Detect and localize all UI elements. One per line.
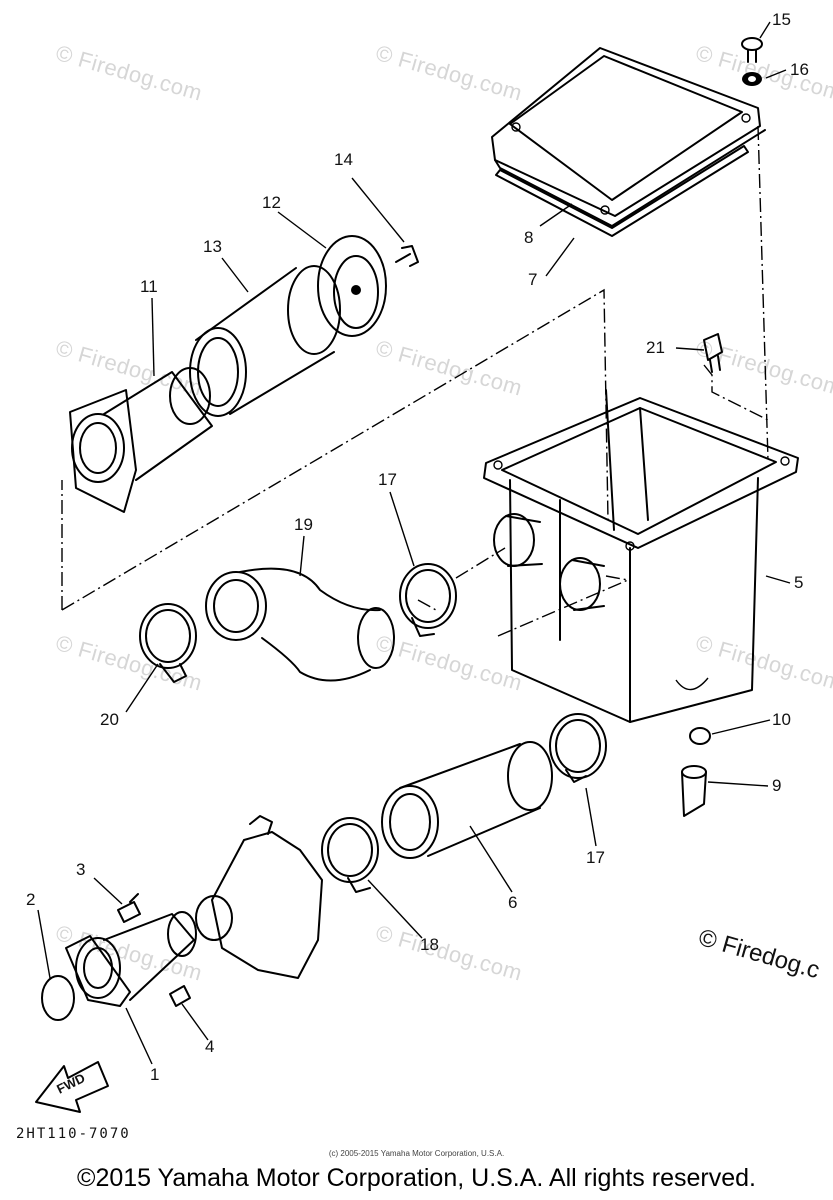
joint-hose: [205, 567, 395, 682]
filter-element: [189, 265, 341, 417]
leader-lines: [37, 21, 791, 1065]
part-label-6: 6: [508, 893, 518, 912]
part-label-7: 7: [528, 270, 538, 289]
filter-guide: [69, 367, 213, 513]
part-label-19: 19: [294, 515, 313, 534]
bottom-copyright: ©2015 Yamaha Motor Corporation, U.S.A. A…: [77, 1164, 756, 1192]
part-label-10: 10: [772, 710, 791, 729]
part-label-1: 1: [150, 1065, 160, 1084]
airbox: [483, 389, 799, 723]
intake-duct: [381, 741, 553, 859]
part-label-18: 18: [420, 935, 439, 954]
part-label-15: 15: [772, 10, 791, 29]
part-label-13: 13: [203, 237, 222, 256]
part-label-2: 2: [26, 890, 36, 909]
diagram-code: 2HT110-7070: [16, 1126, 131, 1142]
small-copyright: (c) 2005-2015 Yamaha Motor Corporation, …: [328, 1149, 505, 1158]
wing-bolt: [395, 245, 419, 267]
part-label-8: 8: [524, 228, 534, 247]
part-label-16: 16: [790, 60, 809, 79]
part-label-11: 11: [140, 277, 158, 296]
washer-16: [742, 72, 762, 86]
part-label-4: 4: [205, 1037, 215, 1056]
part-label-5: 5: [794, 573, 804, 592]
clamp-20: [139, 603, 197, 683]
fwd-arrow-icon: [35, 1061, 109, 1113]
part-label-9: 9: [772, 776, 782, 795]
part-label-21: 21: [646, 338, 665, 357]
part-label-17-upper: 17: [378, 470, 397, 489]
part-label-17-lower: 17: [586, 848, 605, 867]
clip-10: [689, 727, 711, 745]
o-ring: [41, 975, 75, 1021]
part-label-3: 3: [76, 860, 86, 879]
part-label-14: 14: [334, 150, 353, 169]
bolt-3: [117, 893, 141, 923]
drain-plug: [681, 765, 707, 817]
bolt-15: [741, 37, 763, 63]
carburetor: [195, 815, 323, 979]
bolt-21: [703, 333, 723, 373]
clamp-17-lower: [549, 713, 607, 783]
clamp-18: [321, 817, 379, 893]
part-label-20: 20: [100, 710, 119, 729]
airbox-cover: [491, 47, 766, 227]
clamp-17-upper: [399, 563, 457, 637]
bolt-4: [169, 985, 191, 1007]
filter-cap: [317, 235, 387, 337]
carburetor-joint: [65, 911, 197, 1007]
part-label-12: 12: [262, 193, 281, 212]
airbox-gasket: [495, 145, 749, 237]
